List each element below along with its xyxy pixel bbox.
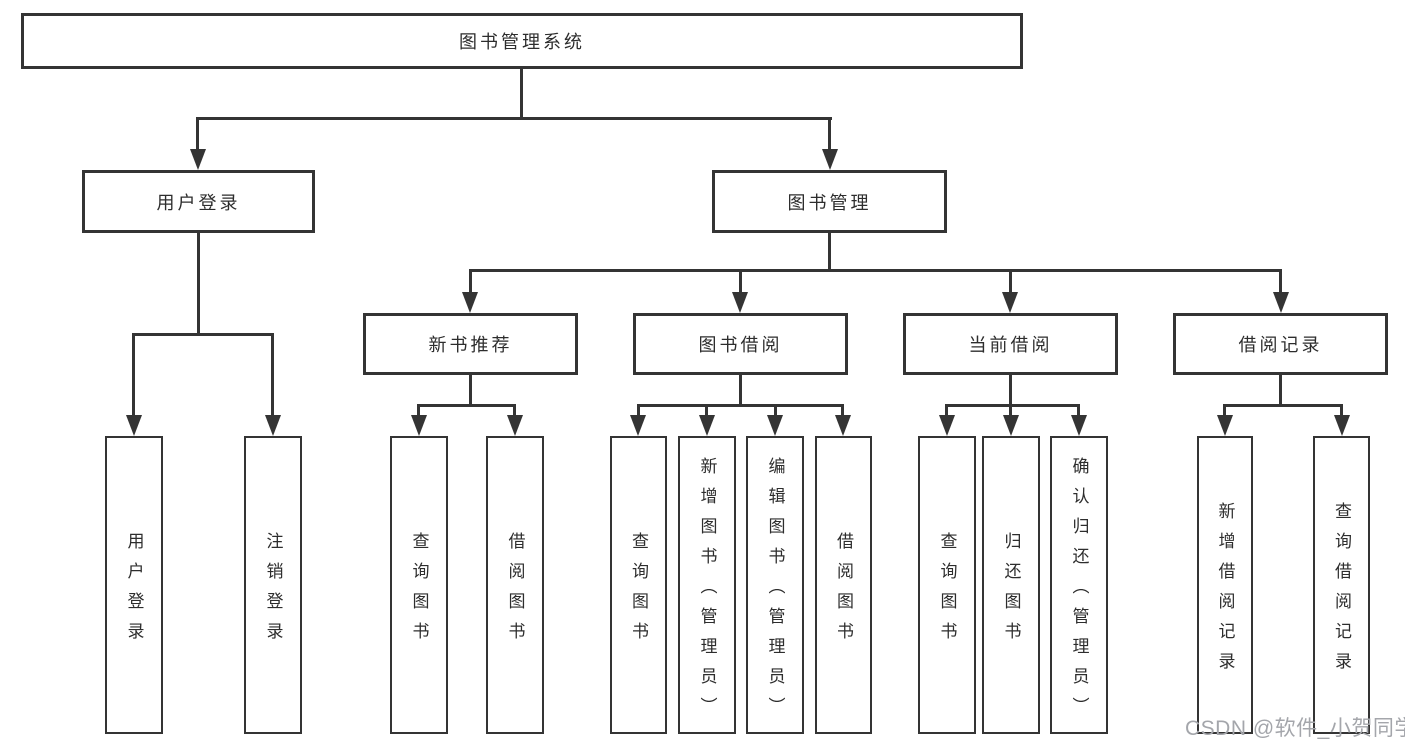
leaf-current-return: 归还图书 <box>982 436 1040 734</box>
leaf-newbook-borrow: 借阅图书 <box>486 436 544 734</box>
arrow-down-icon <box>1003 415 1019 436</box>
connector-line <box>1279 375 1282 407</box>
leaf-record-query-label: 查询借阅记录 <box>1332 501 1351 682</box>
arrow-down-icon <box>1273 292 1289 313</box>
arrow-down-icon <box>1071 415 1087 436</box>
connector-line <box>469 269 472 296</box>
connector-line <box>132 333 135 420</box>
connector-line <box>705 404 708 420</box>
arrow-down-icon <box>1217 415 1233 436</box>
arrow-down-icon <box>462 292 478 313</box>
connector-line <box>513 404 516 420</box>
connector-line <box>132 333 274 336</box>
arrow-down-icon <box>1334 415 1350 436</box>
connector-line <box>271 333 274 420</box>
leaf-logout: 注销登录 <box>244 436 302 734</box>
arrow-down-icon <box>630 415 646 436</box>
leaf-borrow-borrow: 借阅图书 <box>815 436 872 734</box>
node-book-borrow-label: 图书借阅 <box>698 335 783 355</box>
leaf-borrow-query-label: 查询图书 <box>629 531 648 652</box>
leaf-borrow-edit-label: 编辑图书（管理员） <box>765 456 785 727</box>
connector-line <box>637 404 640 420</box>
connector-line <box>841 404 844 420</box>
leaf-current-query: 查询图书 <box>918 436 976 734</box>
connector-line <box>1223 404 1226 420</box>
arrow-down-icon <box>190 149 206 170</box>
leaf-record-add-label: 新增借阅记录 <box>1215 501 1235 682</box>
connector-line <box>945 404 948 420</box>
arrow-down-icon <box>767 415 783 436</box>
node-user-login: 用户登录 <box>82 170 315 233</box>
leaf-record-query: 查询借阅记录 <box>1313 436 1370 734</box>
node-book-mgmt-label: 图书管理 <box>787 192 872 213</box>
connector-line <box>828 233 831 272</box>
arrow-down-icon <box>507 415 523 436</box>
connector-line <box>520 69 523 119</box>
connector-line <box>739 269 742 296</box>
arrow-down-icon <box>732 292 748 313</box>
arrow-down-icon <box>411 415 427 436</box>
arrow-down-icon <box>1002 292 1018 313</box>
node-book-mgmt: 图书管理 <box>712 170 947 233</box>
leaf-borrow-query: 查询图书 <box>610 436 667 734</box>
connector-line <box>417 404 516 407</box>
connector-line <box>196 117 199 155</box>
connector-line <box>197 233 200 335</box>
node-root: 图书管理系统 <box>21 13 1023 69</box>
connector-line <box>945 404 1080 407</box>
connector-line <box>739 375 742 407</box>
leaf-newbook-borrow-label: 借阅图书 <box>505 531 525 652</box>
node-borrow-record-label: 借阅记录 <box>1238 335 1323 355</box>
arrow-down-icon <box>265 415 281 436</box>
connector-line <box>1009 269 1012 296</box>
leaf-current-return-label: 归还图书 <box>1001 531 1021 652</box>
arrow-down-icon <box>939 415 955 436</box>
connector-line <box>828 117 831 155</box>
connector-line <box>637 404 844 407</box>
node-user-login-label: 用户登录 <box>156 192 241 213</box>
watermark: CSDN @软件_小贺同学 <box>1185 717 1405 740</box>
node-book-borrow: 图书借阅 <box>633 313 848 375</box>
connector-line <box>1077 404 1080 420</box>
leaf-current-confirm: 确认归还（管理员） <box>1050 436 1108 734</box>
leaf-borrow-add-label: 新增图书（管理员） <box>697 456 717 727</box>
leaf-record-add: 新增借阅记录 <box>1197 436 1253 734</box>
node-new-book: 新书推荐 <box>363 313 578 375</box>
leaf-borrow-borrow-label: 借阅图书 <box>834 531 853 652</box>
connector-line <box>469 269 1282 272</box>
node-new-book-label: 新书推荐 <box>428 335 513 355</box>
connector-line <box>469 375 472 407</box>
leaf-logout-label: 注销登录 <box>263 531 283 652</box>
leaf-user-login: 用户登录 <box>105 436 163 734</box>
connector-line <box>1009 375 1012 407</box>
connector-line <box>1340 404 1343 420</box>
leaf-current-query-label: 查询图书 <box>937 531 957 652</box>
leaf-user-login-label: 用户登录 <box>124 531 144 652</box>
leaf-borrow-edit: 编辑图书（管理员） <box>746 436 804 734</box>
arrow-down-icon <box>699 415 715 436</box>
connector-line <box>1009 404 1012 420</box>
connector-line <box>1223 404 1343 407</box>
node-root-label: 图书管理系统 <box>459 32 585 52</box>
node-current-borrow: 当前借阅 <box>903 313 1118 375</box>
node-current-borrow-label: 当前借阅 <box>968 335 1053 355</box>
leaf-current-confirm-label: 确认归还（管理员） <box>1069 456 1089 727</box>
node-borrow-record: 借阅记录 <box>1173 313 1388 375</box>
connector-line <box>417 404 420 420</box>
leaf-newbook-query-label: 查询图书 <box>409 531 429 652</box>
leaf-newbook-query: 查询图书 <box>390 436 448 734</box>
connector-line <box>774 404 777 420</box>
connector-line <box>1279 269 1282 296</box>
arrow-down-icon <box>835 415 851 436</box>
leaf-borrow-add: 新增图书（管理员） <box>678 436 736 734</box>
arrow-down-icon <box>822 149 838 170</box>
connector-line <box>196 117 832 120</box>
arrow-down-icon <box>126 415 142 436</box>
